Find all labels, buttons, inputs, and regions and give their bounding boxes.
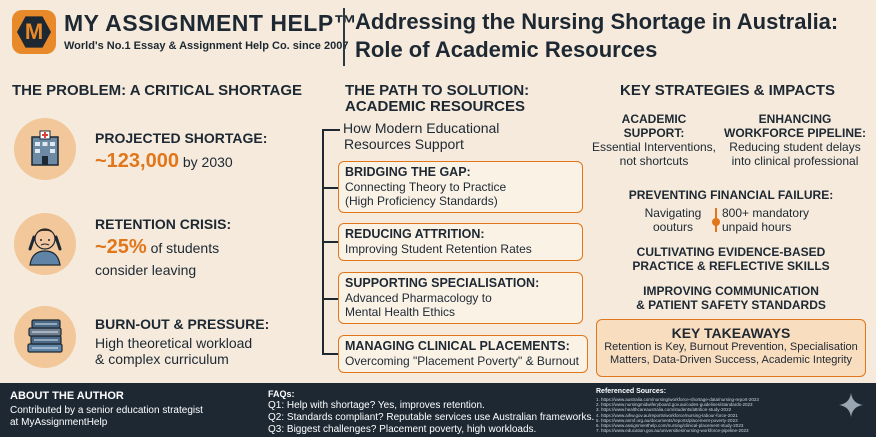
solution-box-bridging: BRIDGING THE GAP: Connecting Theory to P… (338, 161, 583, 213)
solution-box-attrition: REDUCING ATTRITION: Improving Student Re… (338, 223, 583, 261)
key-takeaways-line1: Retention is Key, Burnout Prevention, Sp… (604, 341, 858, 353)
about-line2: at MyAssignmentHelp (10, 417, 108, 428)
solution-box-specialisation: SUPPORTING SPECIALISATION: Advanced Phar… (338, 272, 583, 324)
faq-item-3: Q3: Biggest challenges? Placement povert… (268, 424, 537, 435)
strategy-financial-left: Navigating oouturs (633, 206, 713, 234)
solution-box-placements: MANAGING CLINICAL PLACEMENTS: Overcoming… (338, 335, 588, 373)
solution-box-title: SUPPORTING SPECIALISATION: (345, 276, 540, 290)
strategy-title: IMPROVING COMMUNICATION (643, 284, 819, 298)
strategy-desc: 800+ mandatory (722, 206, 810, 220)
source-item: 5. https://www.anmf.org.au/documents/rep… (596, 417, 738, 423)
financial-divider-dot (712, 218, 720, 226)
strategy-title: & PATIENT SAFETY STANDARDS (636, 298, 826, 312)
page-title: Addressing the Nursing Shortage in Austr… (355, 8, 865, 64)
solution-subtitle: How Modern Educational Resources Support (343, 120, 499, 152)
strategy-desc: into clinical professional (731, 154, 859, 168)
retention-crisis-line2: consider leaving (95, 262, 197, 278)
page-title-line2: Role of Academic Resources (355, 37, 658, 62)
problem-heading: THE PROBLEM: A CRITICAL SHORTAGE (12, 82, 302, 99)
strategy-title: SUPPORT: (623, 126, 685, 140)
strategy-financial-right: 800+ mandatory unpaid hours (722, 206, 822, 234)
faq-item-2: Q2: Standards compliant? Reputable servi… (268, 412, 595, 423)
about-heading: ABOUT THE AUTHOR (10, 390, 124, 402)
key-takeaways-line2: Matters, Data-Driven Success, Academic I… (609, 354, 853, 366)
solution-box-title: BRIDGING THE GAP: (345, 165, 471, 179)
strategy-title: PRACTICE & REFLECTIVE SKILLS (632, 259, 830, 273)
strategy-title: ACADEMIC (621, 112, 687, 126)
source-item: 1. https://www.australia.com/nursing/wor… (596, 397, 759, 402)
burnout-line1: High theoretical workload (95, 335, 253, 351)
strategy-title: ENHANCING (758, 112, 832, 126)
stressed-student-icon (14, 213, 76, 275)
sparkle-icon (838, 392, 864, 423)
strategy-evidence-based: CULTIVATING EVIDENCE-BASED PRACTICE & RE… (596, 245, 866, 273)
book-stack-icon (14, 306, 76, 368)
projected-shortage-year: by 2030 (178, 154, 233, 170)
key-takeaways-title: KEY TAKEAWAYS (671, 325, 791, 341)
strategy-desc: Navigating (644, 206, 702, 220)
solution-box-desc: Overcoming "Placement Poverty" & Burnout (345, 354, 579, 368)
solution-box-desc: Connecting Theory to Practice (345, 180, 507, 194)
source-item: 6. https://www.assignmenthelp.com/nursin… (596, 423, 744, 429)
tree-connector-branch-4 (322, 353, 338, 355)
burnout-line2: & complex curriculum (95, 351, 229, 367)
source-item: 4. https://www.aihw.gov.au/reports/workf… (596, 412, 738, 418)
footer (0, 383, 876, 437)
brand-logo: M (12, 10, 56, 54)
projected-shortage-label: PROJECTED SHORTAGE: (95, 130, 268, 146)
strategy-desc: unpaid hours (722, 220, 792, 234)
retention-crisis-label: RETENTION CRISIS: (95, 216, 232, 232)
source-item: 2. https://www.nursingmidwiferyboard.gov… (596, 402, 753, 408)
tree-connector-top (322, 129, 340, 131)
header-divider (343, 8, 345, 66)
source-item: 7. https://www.education.gov.au/universi… (596, 428, 749, 434)
strategy-academic-support: ACADEMIC SUPPORT: Essential Intervention… (585, 112, 723, 168)
strategy-title: WORKFORCE PIPELINE: (724, 126, 867, 140)
solution-heading-line1: THE PATH TO SOLUTION: (345, 82, 530, 99)
strategy-title: CULTIVATING EVIDENCE-BASED (636, 245, 826, 259)
strategy-desc: oouturs (652, 220, 694, 234)
tree-connector-branch-3 (322, 298, 338, 300)
strategy-desc: Essential Interventions, (591, 140, 717, 154)
solution-subtitle-line1: How Modern Educational (343, 120, 500, 136)
retention-crisis-value: ~25% of students (95, 236, 219, 259)
key-takeaways-box: KEY TAKEAWAYS Retention is Key, Burnout … (596, 319, 866, 377)
sources-list: 1. https://www.australia.com/nursing/wor… (596, 397, 831, 433)
tree-connector-branch-1 (322, 187, 338, 189)
hospital-icon (14, 118, 76, 180)
about-line1: Contributed by a senior education strate… (10, 405, 203, 416)
source-item: 3. https://www.healthcareaustralia.com/s… (596, 407, 732, 413)
logo-letter: M (17, 16, 51, 48)
solution-subtitle-line2: Resources Support (344, 136, 464, 152)
projected-shortage-value: ~123,000 by 2030 (95, 150, 233, 173)
strategy-communication: IMPROVING COMMUNICATION & PATIENT SAFETY… (596, 284, 866, 312)
brand-tagline: World's No.1 Essay & Assignment Help Co.… (64, 40, 349, 52)
solution-box-title: REDUCING ATTRITION: (345, 227, 485, 241)
retention-crisis-text: of students (146, 240, 220, 256)
solution-box-desc: Improving Student Retention Rates (345, 242, 532, 256)
strategy-desc: not shortcuts (619, 154, 689, 168)
retention-crisis-number: ~25% (95, 236, 147, 258)
page-title-line1: Addressing the Nursing Shortage in Austr… (355, 9, 839, 34)
solution-box-title: MANAGING CLINICAL PLACEMENTS: (345, 339, 570, 353)
faq-heading: FAQs: (268, 389, 295, 399)
strategy-desc: Reducing student delays (729, 140, 861, 154)
strategy-financial-title: PREVENTING FINANCIAL FAILURE: (628, 188, 834, 202)
solution-box-desc: Mental Health Ethics (345, 305, 456, 319)
brand-name: MY ASSIGNMENT HELP™ (64, 10, 358, 36)
burnout-label: BURN-OUT & PRESSURE: (95, 316, 270, 332)
strategy-workforce-pipeline: ENHANCING WORKFORCE PIPELINE: Reducing s… (724, 112, 866, 168)
faq-item-1: Q1: Help with shortage? Yes, improves re… (268, 400, 485, 411)
solution-heading-line2: ACADEMIC RESOURCES (345, 98, 526, 115)
sources-heading: Referenced Sources: (596, 388, 667, 395)
strategies-heading: KEY STRATEGIES & IMPACTS (620, 82, 836, 99)
solution-box-desc: (High Proficiency Standards) (345, 194, 498, 208)
projected-shortage-number: ~123,000 (95, 150, 179, 172)
solution-box-desc: Advanced Pharmacology to (345, 291, 492, 305)
tree-connector-branch-2 (322, 241, 338, 243)
